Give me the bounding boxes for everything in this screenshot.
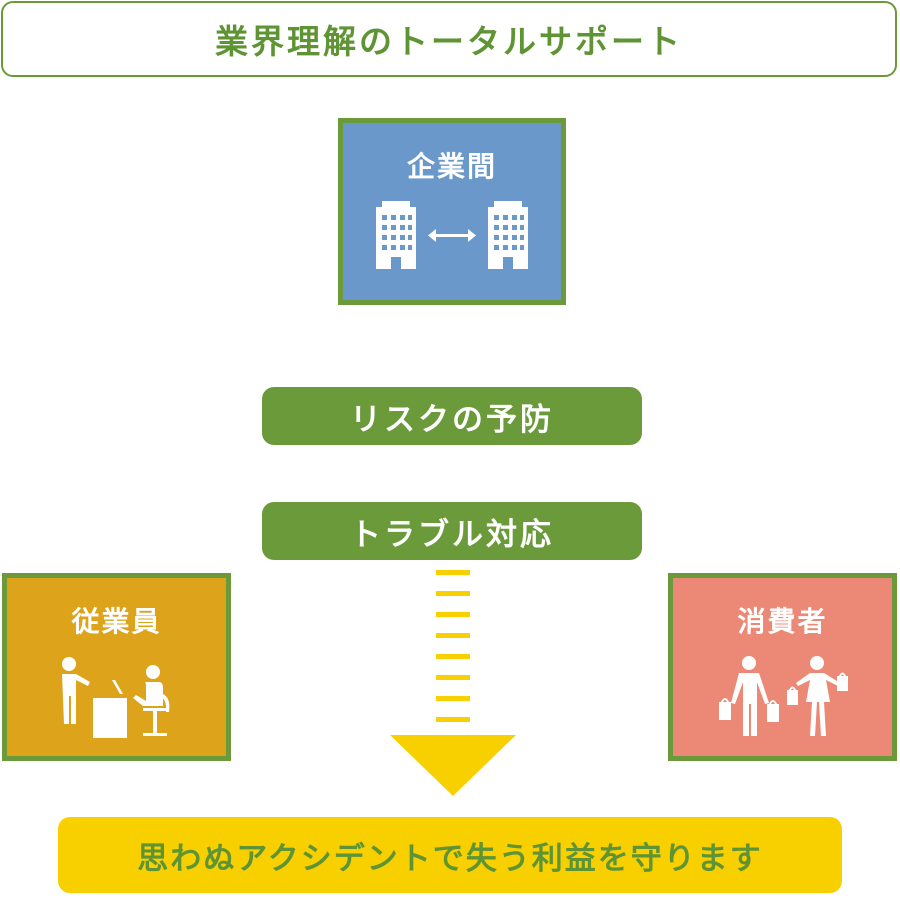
conclusion-text: 思わぬアクシデントで失う利益を守ります (137, 840, 763, 877)
employee-label: 従業員 (71, 605, 162, 638)
company-label: 企業間 (406, 150, 497, 183)
trouble-response-label: トラブル対応 (350, 516, 554, 553)
down-arrow-icon (390, 570, 516, 796)
employee-desk-icon (61, 657, 169, 738)
consumer-box: 消費者 (668, 573, 897, 761)
consumer-label: 消費者 (737, 605, 828, 638)
page-title: 業界理解のトータルサポート (215, 22, 683, 61)
risk-prevention-label: リスクの予防 (350, 401, 554, 438)
shoppers-icon (718, 656, 848, 736)
buildings-exchange-icon (376, 201, 528, 269)
risk-prevention-pill: リスクの予防 (262, 387, 642, 445)
trouble-response-pill: トラブル対応 (262, 502, 642, 560)
employee-box: 従業員 (2, 573, 231, 761)
title-banner: 業界理解のトータルサポート (1, 1, 897, 77)
company-box: 企業間 (338, 118, 566, 305)
conclusion-banner: 思わぬアクシデントで失う利益を守ります (58, 817, 842, 893)
